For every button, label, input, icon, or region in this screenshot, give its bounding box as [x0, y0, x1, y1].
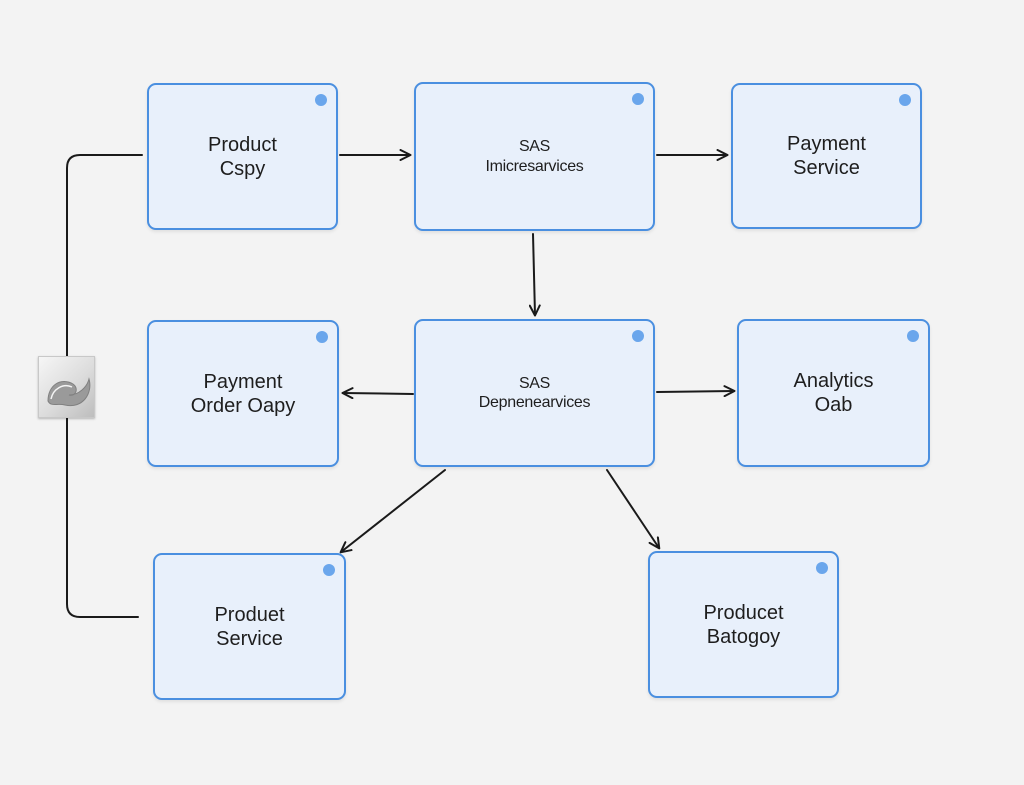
node-subtitle: Depnenearvices [478, 394, 591, 411]
node-product-cspy[interactable]: Product Cspy [147, 83, 338, 230]
node-subtitle: Order Oapy [190, 394, 296, 417]
status-dot [632, 330, 644, 342]
arrow-sas-dep-to-payment-order [341, 387, 414, 400]
node-analytics-oab[interactable]: Analytics Oab [737, 319, 930, 467]
status-dot [316, 331, 328, 343]
status-dot [315, 94, 327, 106]
node-subtitle: Cspy [219, 157, 266, 180]
node-title: Produet [214, 603, 285, 626]
status-dot [632, 93, 644, 105]
status-dot [816, 562, 828, 574]
node-subtitle: Oab [814, 394, 853, 416]
arrow-sas-dep-to-product-batogoy [606, 469, 661, 550]
arrow-sas-dep-to-product-service [339, 469, 446, 554]
node-sas-microservices[interactable]: SAS Imicresarvices [414, 82, 655, 231]
node-title: Payment [203, 370, 283, 393]
node-sas-depnearvices[interactable]: SAS Depnenearvices [414, 319, 655, 467]
node-title: Producet [703, 601, 784, 624]
arrow-sas-dep-to-analytics [656, 385, 736, 398]
status-dot [323, 564, 335, 576]
connector-left-loop-lower [66, 417, 139, 618]
connector-left-loop [66, 154, 143, 357]
arrow-sas-micro-to-sas-dep [528, 233, 541, 317]
node-payment-service[interactable]: Payment Service [731, 83, 922, 229]
node-title: SAS [518, 138, 551, 156]
node-subtitle: Batogoy [706, 625, 781, 648]
node-title: Product [208, 133, 277, 156]
node-subtitle: Service [216, 627, 283, 650]
node-title: Payment [787, 133, 866, 155]
node-payment-order-oapy[interactable]: Payment Order Oapy [147, 320, 339, 467]
swirl-icon [38, 356, 95, 418]
status-dot [899, 94, 911, 106]
node-product-service[interactable]: Produet Service [153, 553, 346, 700]
status-dot [907, 330, 919, 342]
node-subtitle: Imicresarvices [485, 157, 584, 175]
node-title: SAS [518, 374, 551, 392]
node-product-batogoy[interactable]: Producet Batogoy [648, 551, 839, 698]
node-title: Analytics [793, 370, 874, 392]
node-subtitle: Service [793, 157, 860, 179]
